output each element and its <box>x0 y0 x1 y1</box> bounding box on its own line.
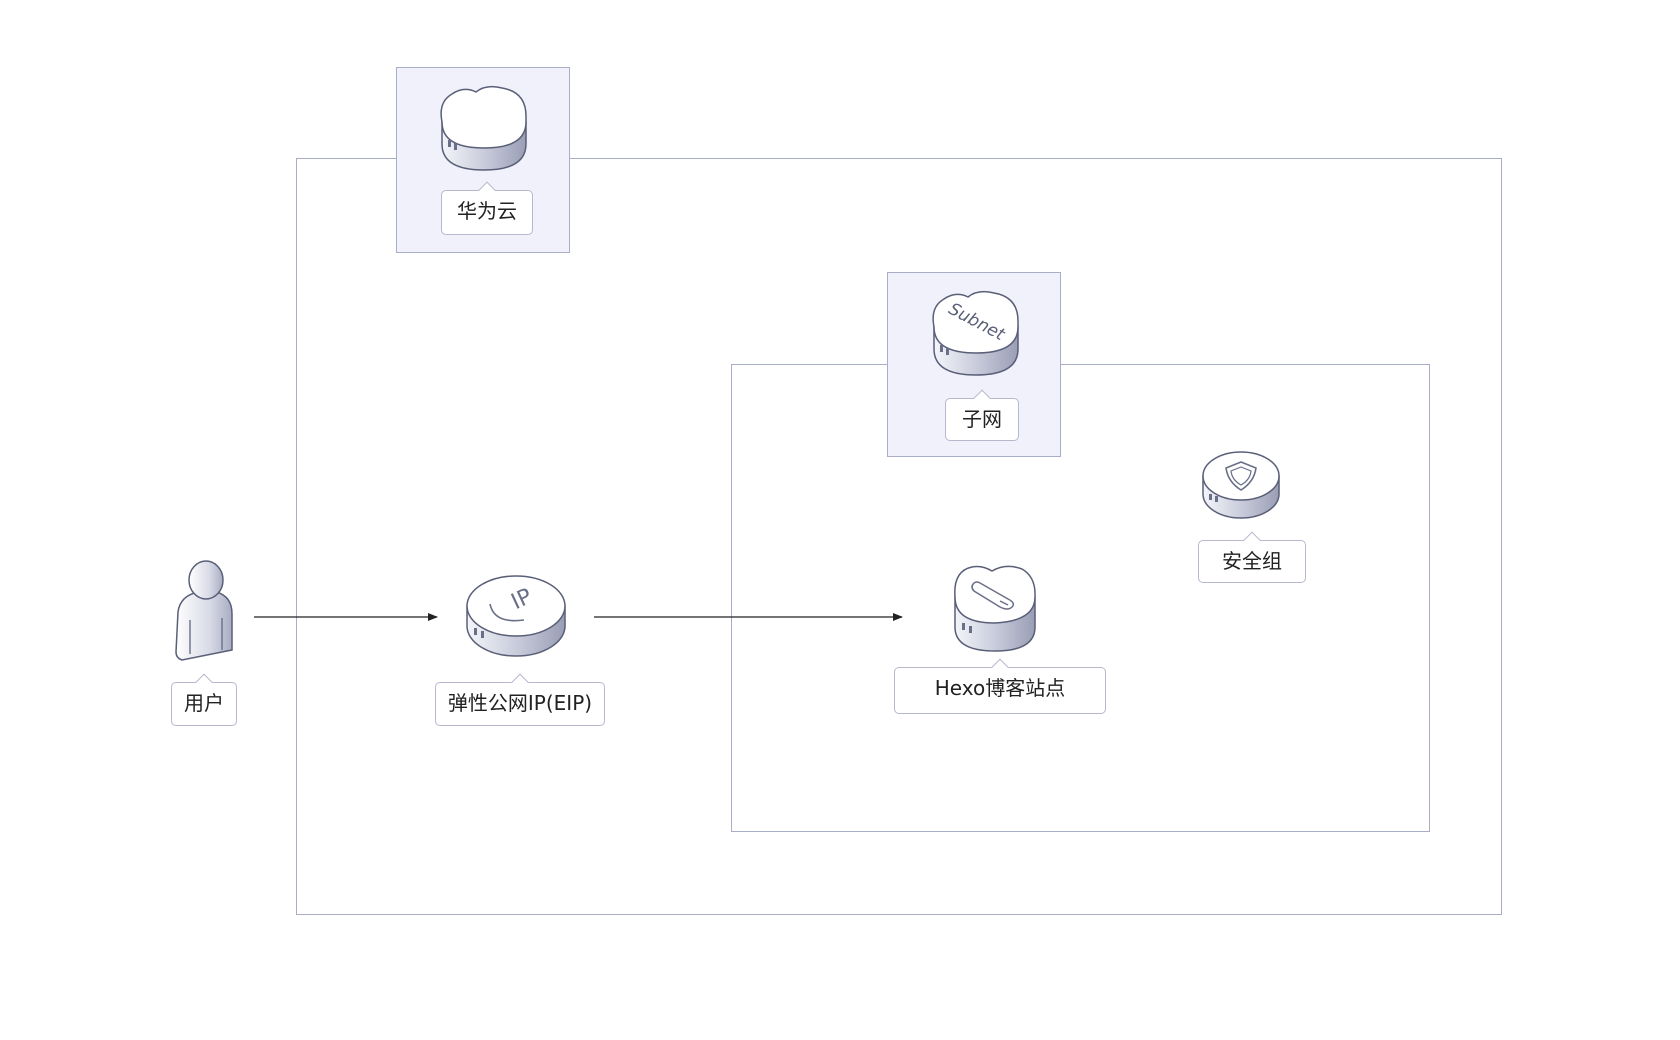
hexo-site-label: Hexo博客站点 <box>894 667 1106 714</box>
security-group-label: 安全组 <box>1198 540 1306 583</box>
user-label: 用户 <box>171 682 237 726</box>
shield-icon <box>1202 451 1280 519</box>
cloud-icon <box>440 85 527 171</box>
cloud-region-frame <box>296 158 1502 915</box>
subnet-frame <box>731 364 1430 832</box>
server-icon <box>954 565 1036 652</box>
subnet-group-label: 子网 <box>945 398 1019 441</box>
subnet-cloud-icon: Subnet <box>932 290 1019 376</box>
eip-label: 弹性公网IP(EIP) <box>435 682 605 726</box>
user-icon <box>175 560 233 661</box>
eip-icon: IP <box>466 575 566 657</box>
cloud-group-label: 华为云 <box>441 190 533 235</box>
